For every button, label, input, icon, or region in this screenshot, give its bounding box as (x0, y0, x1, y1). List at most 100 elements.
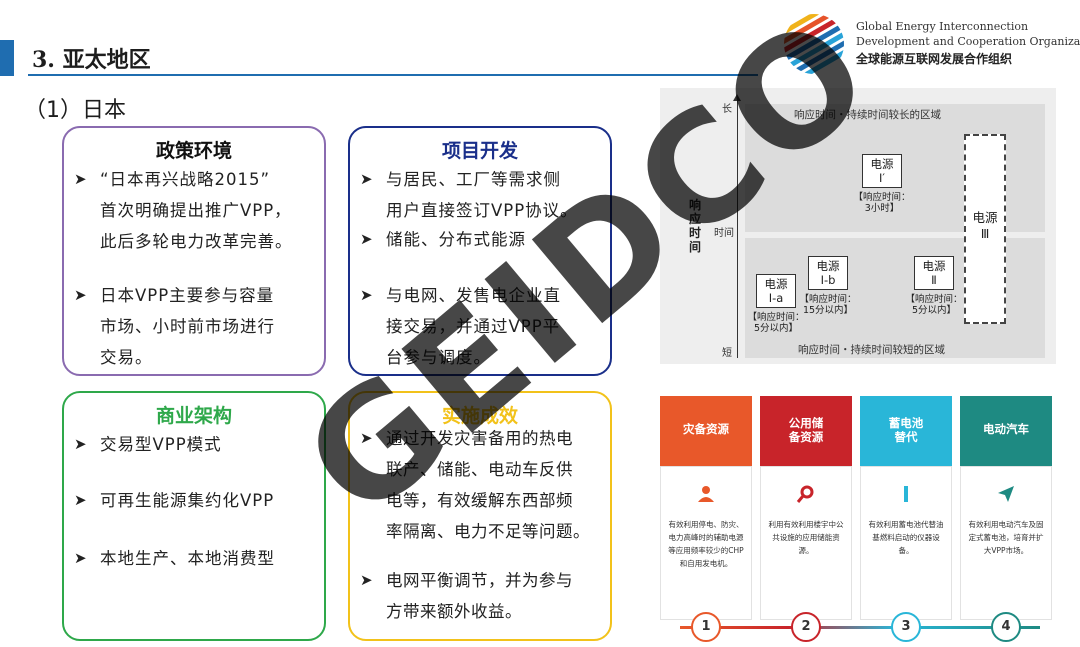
business-item-3: ➤ 本地生产、本地消费型 (74, 543, 314, 574)
source-1b-sub: Ⅰ-b (820, 273, 836, 287)
card-3-number: 3 (891, 612, 921, 642)
source-1a-resp: 【响应时间： 5分以内】 (740, 312, 812, 334)
results-item-2-line-1: 电网平衡调节，并为参与 (386, 571, 573, 590)
source-3-name: 电源 (972, 210, 998, 225)
source-2-resp: 【响应时间： 5分以内】 (898, 294, 970, 316)
arrow-bullet-icon: ➤ (74, 170, 88, 188)
policy-item-1-line-3: 此后多轮电力改革完善。 (100, 232, 293, 251)
policy-item-2-line-3: 交易。 (100, 348, 153, 367)
card-1-number: 1 (691, 612, 721, 642)
title-accent-bar (0, 40, 14, 76)
section-subtitle: （1）日本 (24, 98, 126, 123)
y-axis-arrow-icon (733, 94, 741, 101)
org-name-cn: 全球能源互联网发展合作组织 (856, 52, 1013, 66)
arrow-bullet-icon: ➤ (360, 429, 374, 447)
results-item-1-line-2: 联产、储能、电动车反供 (386, 460, 573, 479)
source-1-prime-name: 电源 (870, 157, 894, 171)
project-item-3-line-1: 与电网、发售电企业直 (386, 286, 561, 305)
arrow-bullet-icon: ➤ (360, 286, 374, 304)
org-name-en-line1: Global Energy Interconnection (856, 20, 1029, 33)
business-item-1: ➤ 交易型VPP模式 (74, 429, 314, 460)
user-icon (698, 486, 714, 502)
project-item-2: ➤ 储能、分布式能源 (360, 224, 600, 255)
source-1b-name: 电源 (816, 259, 840, 273)
source-1b-resp-line-1: 【响应时间： (799, 294, 857, 305)
y-axis-top-label: 长 (722, 104, 732, 115)
project-title: 项目开发 (441, 140, 518, 162)
business-item-2: ➤ 可再生能源集约化VPP (74, 485, 314, 516)
card-1: 灾备资源 有效利用停电、防灾、电力高峰时的辅助电源等应用频率较少的CHP和自用发… (660, 396, 752, 628)
business-box: 商业架构 ➤ 交易型VPP模式 ➤ 可再生能源集约化VPP ➤ 本地生产、本地消… (62, 391, 326, 641)
project-item-1-line-2: 用户直接签订VPP协议。 (386, 201, 578, 220)
business-title: 商业架构 (155, 405, 232, 427)
arrow-bullet-icon: ➤ (74, 491, 88, 509)
card-4-desc: 有效利用电动汽车及固定式蓄电池，培育并扩大VPP市场。 (968, 520, 1044, 555)
source-1a-box: 电源 Ⅰ-a (756, 274, 796, 308)
project-item-3: ➤ 与电网、发售电企业直 接交易，并通过VPP平 台参与调度。 (360, 280, 600, 373)
zone-long-label: 响应时间・持续时间较长的区域 (794, 109, 941, 121)
results-title: 实施成效 (441, 405, 518, 427)
results-item-1-line-3: 电等，有效缓解东西部频 (386, 491, 573, 510)
project-box: 项目开发 ➤ 与居民、工厂等需求侧 用户直接签订VPP协议。 ➤ 储能、分布式能… (348, 126, 612, 376)
card-1-header: 灾备资源 (660, 396, 752, 466)
business-item-2-line-1: 可再生能源集约化VPP (100, 491, 275, 510)
arrow-bullet-icon: ➤ (360, 170, 374, 188)
card-4: 电动汽车 有效利用电动汽车及固定式蓄电池，培育并扩大VPP市场。 (960, 396, 1052, 628)
policy-item-2: ➤ 日本VPP主要参与容量 市场、小时前市场进行 交易。 (74, 280, 314, 373)
results-item-1-line-4: 率隔离、电力不足等问题。 (386, 522, 590, 541)
results-item-2-line-2: 方带来额外收益。 (386, 602, 522, 621)
source-2-name: 电源 (922, 259, 946, 273)
battery-icon (904, 486, 908, 502)
arrow-bullet-icon: ➤ (74, 435, 88, 453)
page-title: 3. 亚太地区 (32, 47, 151, 73)
source-1-prime-resp-line-1: 【响应时间： (853, 192, 911, 203)
source-1a-sub: Ⅰ-a (768, 291, 784, 305)
source-2-sub: Ⅱ (931, 273, 937, 287)
policy-item-1-line-1: “日本再兴战略2015” (100, 170, 271, 189)
card-1-title: 灾备资源 (683, 422, 729, 436)
source-1-prime-resp-line-2: 3小时】 (864, 203, 900, 214)
source-2-box: 电源 Ⅱ (914, 256, 954, 290)
source-1b-box: 电源 Ⅰ-b (808, 256, 848, 290)
source-1a-resp-line-1: 【响应时间： (747, 312, 805, 323)
policy-box: 政策环境 ➤ “日本再兴战略2015” 首次明确提出推广VPP， 此后多轮电力改… (62, 126, 326, 376)
y-axis-bottom-label: 短 (722, 348, 732, 359)
source-2-resp-line-1: 【响应时间： (905, 294, 963, 305)
zone-short-label: 响应时间・持续时间较短的区域 (798, 344, 945, 356)
arrow-bullet-icon: ➤ (74, 549, 88, 567)
policy-item-2-line-2: 市场、小时前市场进行 (100, 317, 275, 336)
source-2-resp-line-2: 5分以内】 (911, 305, 957, 316)
cards-connector-line (680, 626, 1040, 629)
card-4-header: 电动汽车 (960, 396, 1052, 466)
results-box: 实施成效 ➤ 通过开发灾害备用的热电 联产、储能、电动车反供 电等，有效缓解东西… (348, 391, 612, 641)
source-3-sub: Ⅲ (980, 226, 990, 241)
card-3: 蓄电池替代 有效利用蓄电池代替油基燃料启动的仪器设备。 (860, 396, 952, 628)
org-name-en-line2: Development and Cooperation Organization (856, 35, 1080, 48)
source-1a-name: 电源 (764, 277, 788, 291)
geidco-logo-icon (784, 14, 844, 74)
policy-item-2-line-1: 日本VPP主要参与容量 (100, 286, 275, 305)
card-2-body (760, 466, 852, 620)
business-item-3-line-1: 本地生产、本地消费型 (100, 549, 275, 568)
business-item-1-line-1: 交易型VPP模式 (100, 435, 222, 454)
card-2-title: 公用储备资源 (788, 416, 824, 444)
source-1-prime-sub: Ⅰ′ (878, 171, 885, 185)
arrow-bullet-icon: ➤ (360, 230, 374, 248)
card-4-title: 电动汽车 (983, 422, 1029, 436)
project-item-1-line-1: 与居民、工厂等需求侧 (386, 170, 561, 189)
policy-item-1: ➤ “日本再兴战略2015” 首次明确提出推广VPP， 此后多轮电力改革完善。 (74, 164, 314, 257)
card-3-title: 蓄电池替代 (888, 416, 924, 444)
project-item-3-line-3: 台参与调度。 (386, 348, 491, 367)
source-1-prime-resp: 【响应时间： 3小时】 (846, 192, 918, 214)
source-1b-resp-line-2: 15分以内】 (802, 305, 854, 316)
policy-item-1-line-2: 首次明确提出推广VPP， (100, 201, 292, 220)
results-item-1: ➤ 通过开发灾害备用的热电 联产、储能、电动车反供 电等，有效缓解东西部频 率隔… (360, 423, 600, 547)
results-item-2: ➤ 电网平衡调节，并为参与 方带来额外收益。 (360, 565, 600, 627)
card-3-header: 蓄电池替代 (860, 396, 952, 466)
card-2-header: 公用储备资源 (760, 396, 852, 466)
project-item-2-line-1: 储能、分布式能源 (386, 230, 526, 249)
card-2: 公用储备资源 利用有效利用楼宇中公共设施的应用储能资源。 (760, 396, 852, 628)
arrow-bullet-icon: ➤ (74, 286, 88, 304)
source-3-box: 电源 Ⅲ (964, 134, 1006, 324)
y-axis-mid-label: 时间 (714, 228, 734, 239)
